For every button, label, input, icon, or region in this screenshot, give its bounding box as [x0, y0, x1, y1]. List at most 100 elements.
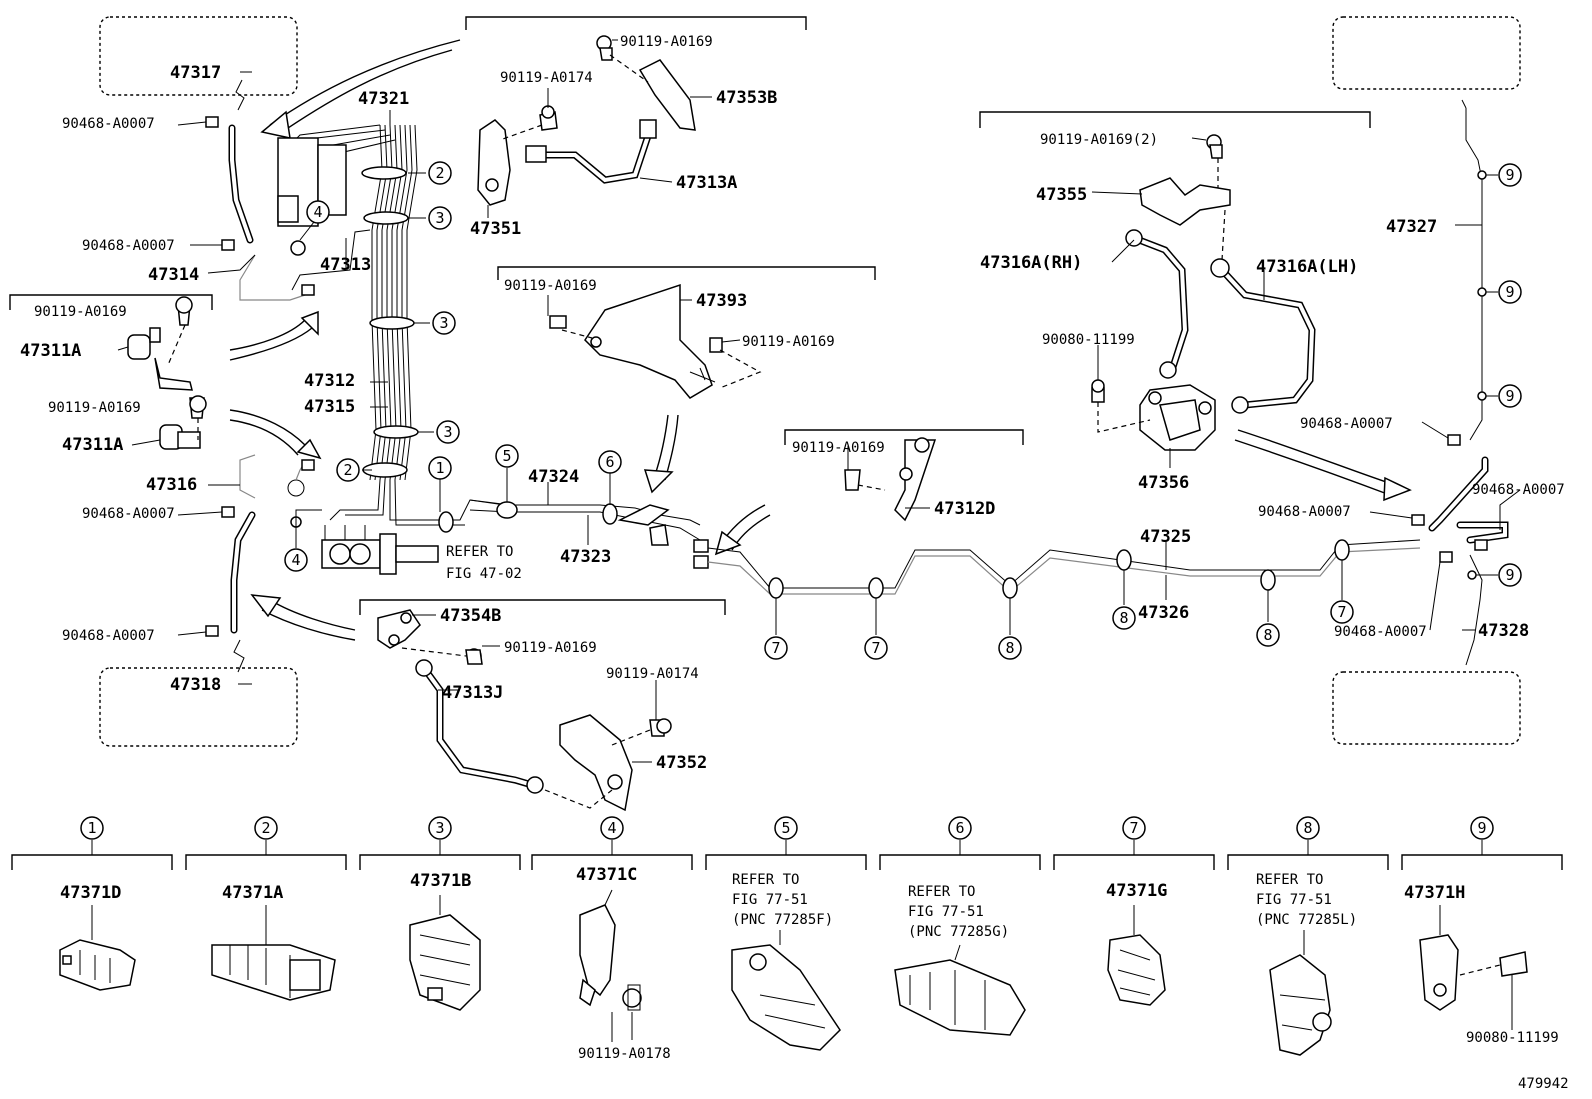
- callout-2-a: 2: [428, 161, 452, 185]
- svg-text:2: 2: [343, 461, 352, 479]
- svg-text:3: 3: [435, 209, 444, 227]
- legend-callout-8: 8: [1296, 816, 1320, 840]
- label-90119-c: 90119-A0169: [620, 34, 713, 50]
- group-brackets: [9, 16, 1371, 615]
- assembly-arrows: [229, 39, 1412, 641]
- svg-text:9: 9: [1505, 166, 1514, 184]
- callout-3-b: 3: [432, 311, 456, 335]
- legend-part-9: 47371H: [1404, 883, 1465, 903]
- label-90119-g: 90119-A0169: [504, 640, 597, 656]
- label-47321: 47321: [358, 89, 409, 109]
- legend-part-4-bolt: 90119-A0178: [578, 1046, 671, 1062]
- valve-47311a-upper: [127, 296, 193, 391]
- callout-5-a: 5: [495, 444, 519, 468]
- callout-8-b: 8: [1112, 606, 1136, 630]
- svg-text:6: 6: [605, 453, 614, 471]
- svg-text:7: 7: [1129, 819, 1138, 837]
- label-90468-e: 90468-A0007: [1300, 416, 1393, 432]
- right-flex-hoses: [1411, 99, 1509, 666]
- label-47317: 47317: [170, 63, 221, 83]
- callout-4-b: 4: [284, 548, 308, 572]
- label-47351: 47351: [470, 219, 521, 239]
- label-47312d: 47312D: [934, 499, 995, 519]
- svg-text:3: 3: [439, 314, 448, 332]
- label-90119-b: 90119-A0169: [48, 400, 141, 416]
- rear-left-wheel-box: [99, 667, 298, 747]
- label-47316a-rh: 47316A(RH): [980, 253, 1082, 273]
- svg-text:8: 8: [1005, 639, 1014, 657]
- label-47316a-lh: 47316A(LH): [1256, 257, 1358, 277]
- label-90468-f: 90468-A0007: [1258, 504, 1351, 520]
- legend-refer-6-2: FIG 77-51: [908, 904, 984, 920]
- svg-text:8: 8: [1263, 626, 1272, 644]
- legend-part-3: 47371B: [410, 871, 471, 891]
- label-90119-a: 90119-A0169: [34, 304, 127, 320]
- label-47326: 47326: [1138, 603, 1189, 623]
- svg-text:1: 1: [435, 459, 444, 477]
- svg-text:3: 3: [443, 423, 452, 441]
- label-47315: 47315: [304, 397, 355, 417]
- label-47354b: 47354B: [440, 606, 501, 626]
- callout-7-b: 7: [864, 636, 888, 660]
- legend-part-1: 47371D: [60, 883, 121, 903]
- shield-47393: [549, 283, 762, 399]
- leader-lines: [117, 39, 1521, 763]
- label-47316: 47316: [146, 475, 197, 495]
- legend-callout-6: 6: [948, 816, 972, 840]
- legend-refer-8-1: REFER TO: [1256, 872, 1323, 888]
- legend-part-9-bolt: 90080-11199: [1466, 1030, 1559, 1046]
- legend-refer-8-2: FIG 77-51: [1256, 892, 1332, 908]
- legend-callout-9: 9: [1470, 816, 1494, 840]
- svg-text:7: 7: [1337, 603, 1346, 621]
- clip-47371b-drawing: [409, 914, 481, 1011]
- label-47327: 47327: [1386, 217, 1437, 237]
- legend-part-4: 47371C: [576, 865, 637, 885]
- svg-text:4: 4: [607, 819, 616, 837]
- svg-text:4: 4: [313, 203, 322, 221]
- svg-text:4: 4: [291, 551, 300, 569]
- svg-text:2: 2: [261, 819, 270, 837]
- left-valve-block: [277, 137, 347, 227]
- label-47353b: 47353B: [716, 88, 777, 108]
- label-fig-47-02: FIG 47-02: [446, 566, 522, 582]
- label-47356: 47356: [1138, 473, 1189, 493]
- clip-47371h-drawing: [1419, 934, 1528, 1022]
- callout-6-a: 6: [598, 450, 622, 474]
- callout-3-c: 3: [436, 420, 460, 444]
- label-47393: 47393: [696, 291, 747, 311]
- legend-refer-6-1: REFER TO: [908, 884, 975, 900]
- label-47352: 47352: [656, 753, 707, 773]
- svg-text:8: 8: [1119, 609, 1128, 627]
- legend-callout-2: 2: [254, 816, 278, 840]
- legend-callout-3: 3: [428, 816, 452, 840]
- svg-text:5: 5: [502, 447, 511, 465]
- clip-77285l-drawing: [1269, 954, 1332, 1056]
- clip-77285f-drawing: [731, 944, 841, 1051]
- label-47312: 47312: [304, 371, 355, 391]
- legend-refer-5-2: FIG 77-51: [732, 892, 808, 908]
- callout-2-b: 2: [336, 458, 360, 482]
- front-right-wheel-box: [1332, 16, 1521, 90]
- label-90119-j: 90119-A0169(2): [1040, 132, 1158, 148]
- legend-refer-5-1: REFER TO: [732, 872, 799, 888]
- legend-part-2: 47371A: [222, 883, 283, 903]
- legend-row: 1 2 3 4 5 6 7 8 9 47371D 47371A 47371B 4…: [11, 816, 1563, 1062]
- label-90468-c: 90468-A0007: [82, 506, 175, 522]
- legend-refer-6-3: (PNC 77285G): [908, 924, 1009, 940]
- front-hose-assembly: [477, 35, 696, 206]
- valve-47311a-lower: [159, 395, 207, 450]
- rear-right-wheel-box: [1332, 671, 1521, 745]
- master-cylinder: [321, 525, 439, 575]
- label-90119-d: 90119-A0174: [500, 70, 593, 86]
- svg-text:1: 1: [87, 819, 96, 837]
- label-47313a: 47313A: [676, 173, 737, 193]
- svg-text:8: 8: [1303, 819, 1312, 837]
- clip-47371d-drawing: [59, 939, 136, 991]
- front-left-wheel-box: [99, 16, 298, 96]
- bracket-47312d: [844, 437, 937, 522]
- clip-47371c-drawing: [579, 904, 642, 1040]
- label-47355: 47355: [1036, 185, 1087, 205]
- callout-8-c: 8: [1256, 623, 1280, 647]
- svg-text:9: 9: [1477, 819, 1486, 837]
- legend-callout-5: 5: [774, 816, 798, 840]
